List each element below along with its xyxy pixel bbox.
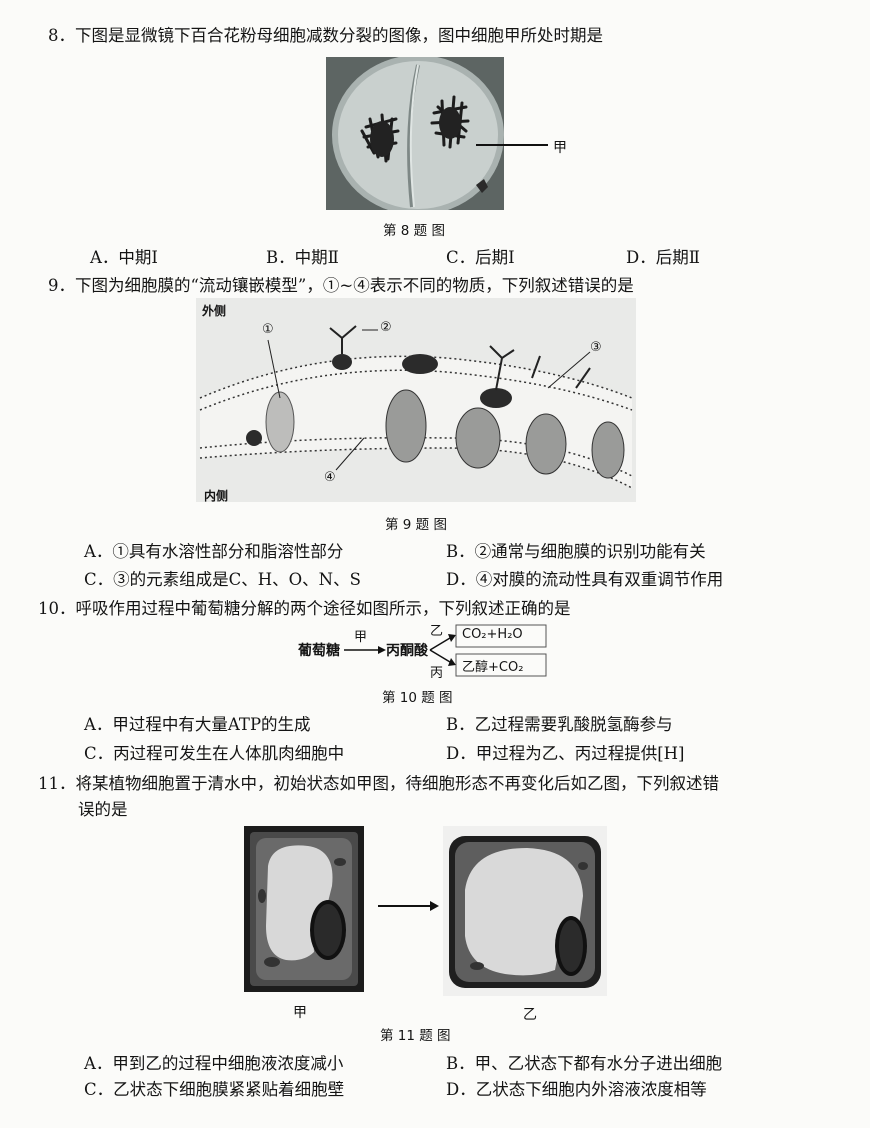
q11-cell-yi [443,826,607,996]
q8-stem: 8．下图是显微镜下百合花粉母细胞减数分裂的图像，图中细胞甲所处时期是 [48,22,603,46]
q10-product-co2-h2o: CO₂+H₂O [462,627,523,642]
q9-option-a: A．①具有水溶性部分和脂溶性部分 [84,542,344,561]
q11-transition-arrow-line [378,905,432,907]
q8-stem-text: 下图是显微镜下百合花粉母细胞减数分裂的图像，图中细胞甲所处时期是 [75,26,603,45]
q11-label-jia: 甲 [293,1005,307,1021]
q10-option-c: C．丙过程可发生在人体肌肉细胞中 [84,744,345,763]
q9-label-inside: 内侧 [204,489,229,503]
q11-option-b: B．甲、乙状态下都有水分子进出细胞 [446,1054,723,1073]
q10-process-bing: 丙 [430,666,444,681]
q8-caption: 第 8 题 图 [383,223,445,239]
q11-option-c: C．乙状态下细胞膜紧紧贴着细胞壁 [84,1080,345,1099]
q10-glucose: 葡萄糖 [298,643,340,659]
q11-number: 11． [38,774,76,793]
q11-stem-line1: 11．将某植物细胞置于清水中，初始状态如甲图，待细胞形态不再变化后如乙图，下列叙… [38,770,719,794]
q10-pathway-diagram: 葡萄糖 甲 丙酮酸 乙 丙 CO₂+H₂O 乙醇+CO₂ [298,620,558,682]
q9-option-b: B．②通常与细胞膜的识别功能有关 [446,542,706,561]
q10-caption: 第 10 题 图 [382,690,453,706]
q9-marker-2: ② [380,320,392,335]
q10-number: 10． [38,599,76,618]
fluid-mosaic-model-image [196,298,636,502]
q11-stem-line2: 误的是 [78,800,128,819]
q8-pointer-line [504,144,548,146]
q8-label-jia: 甲 [553,140,567,156]
q11-option-d: D．乙状态下细胞内外溶液浓度相等 [446,1080,707,1099]
q10-stem: 10．呼吸作用过程中葡萄糖分解的两个途径如图所示，下列叙述正确的是 [38,595,571,619]
q11-option-a: A．甲到乙的过程中细胞液浓度减小 [84,1054,344,1073]
q8-option-d: D．后期Ⅱ [626,248,700,267]
plant-cell-jia-image [244,826,364,992]
q10-product-ethanol-co2: 乙醇+CO₂ [462,660,524,675]
q9-label-outside: 外侧 [202,304,227,318]
q8-option-c: C．后期Ⅰ [446,248,515,267]
q10-arrows [344,624,547,677]
q8-option-b: B．中期Ⅱ [266,248,339,267]
q9-marker-3: ③ [590,340,602,355]
plant-cell-yi-image [443,826,607,996]
q11-arrow-head-icon [430,901,439,911]
q9-caption: 第 9 题 图 [385,517,447,533]
q10-pyruvate: 丙酮酸 [386,643,428,659]
q9-stem-text: 下图为细胞膜的“流动镶嵌模型”，①~④表示不同的物质，下列叙述错误的是 [75,276,634,295]
q10-process-yi: 乙 [430,624,444,639]
q11-cell-jia [244,826,364,992]
meiosis-micrograph-image [326,55,504,215]
q8-option-a: A．中期Ⅰ [90,248,158,267]
q9-membrane-diagram [196,298,636,502]
q11-label-yi: 乙 [523,1007,537,1023]
q9-option-c: C．③的元素组成是C、H、O、N、S [84,570,361,589]
q9-marker-1: ① [262,322,274,337]
q11-stem-text: 将某植物细胞置于清水中，初始状态如甲图，待细胞形态不再变化后如乙图，下列叙述错 [75,774,720,793]
q9-option-d: D．④对膜的流动性具有双重调节作用 [446,570,724,589]
q10-process-jia: 甲 [354,630,368,645]
q9-marker-4: ④ [324,470,336,485]
q11-caption: 第 11 题 图 [380,1028,451,1044]
q9-stem: 9．下图为细胞膜的“流动镶嵌模型”，①~④表示不同的物质，下列叙述错误的是 [48,272,634,296]
q10-option-d: D．甲过程为乙、丙过程提供[H] [446,744,685,763]
q9-number: 9． [48,276,75,295]
q10-option-a: A．甲过程中有大量ATP的生成 [84,715,311,734]
q8-micrograph [326,55,504,215]
q10-option-b: B．乙过程需要乳酸脱氢酶参与 [446,715,673,734]
q10-stem-text: 呼吸作用过程中葡萄糖分解的两个途径如图所示，下列叙述正确的是 [75,599,571,618]
q8-number: 8． [48,26,75,45]
